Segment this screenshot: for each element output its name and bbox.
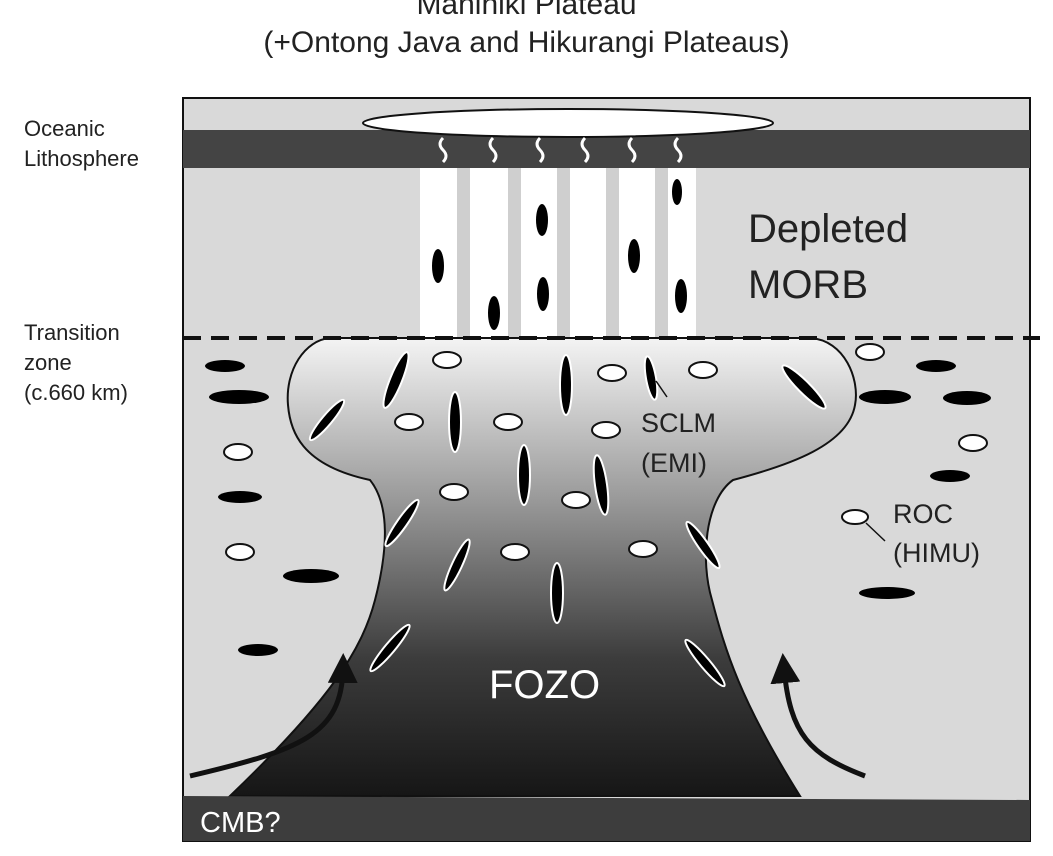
lithosphere-label-line2: Lithosphere (24, 146, 139, 171)
emi-label: (EMI) (641, 448, 707, 478)
fozo-label: FOZO (489, 663, 600, 707)
cmb-layer (183, 796, 1030, 841)
lithosphere-label: Oceanic Lithosphere (24, 114, 139, 174)
feeder-wavy-lines (438, 136, 683, 164)
cmb-label: CMB? (200, 807, 281, 839)
diagram-subtitle: (+Ontong Java and Hikurangi Plateaus) (263, 26, 790, 59)
right-upwelling-arrow (770, 653, 866, 779)
lithosphere-label-line1: Oceanic (24, 116, 105, 141)
depleted-morb-column (420, 168, 696, 338)
roc-leader-line (865, 522, 886, 542)
plume-inclusions (308, 351, 827, 688)
transition-label-line1: Transition (24, 320, 120, 345)
sclm-leader-line (655, 380, 668, 398)
morb-label: MORB (748, 263, 868, 307)
transition-label-line3: (c.660 km) (24, 380, 128, 405)
left-upwelling-arrow (189, 653, 358, 779)
mantle-inclusions (205, 343, 991, 656)
plateau-lens (362, 108, 774, 138)
sclm-label: SCLM (641, 408, 716, 438)
roc-label: ROC (893, 499, 953, 529)
plume-body (227, 337, 857, 797)
himu-label: (HIMU) (893, 538, 980, 568)
diagram-title: Manihiki Plateau (416, 0, 637, 21)
transition-label-line2: zone (24, 350, 72, 375)
depleted-label: Depleted (748, 207, 908, 251)
transition-zone-label: Transition zone (c.660 km) (24, 318, 128, 408)
